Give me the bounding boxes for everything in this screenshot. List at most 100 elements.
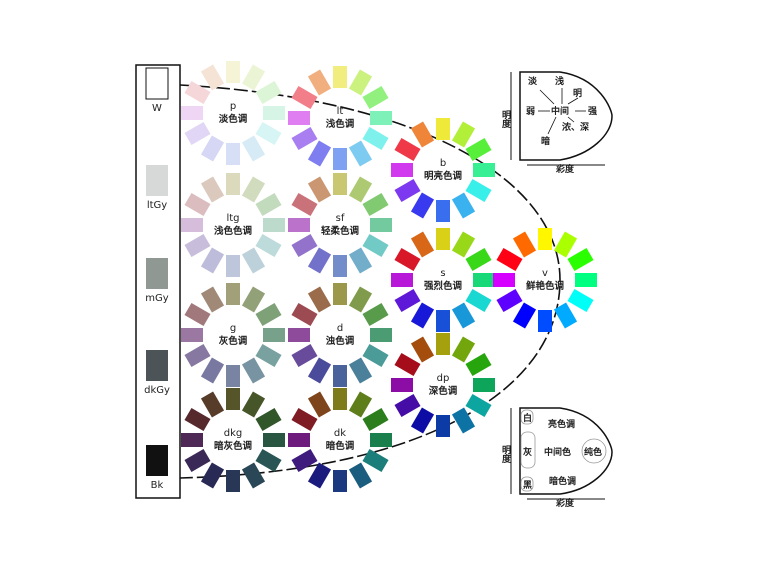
hue-swatch [394, 178, 421, 203]
tone-code: b [440, 158, 446, 169]
hue-swatch [291, 407, 318, 432]
hue-swatch [184, 448, 211, 473]
hue-swatch [362, 85, 389, 110]
hue-swatch [181, 433, 203, 447]
hue-swatch [575, 273, 597, 287]
hue-swatch [255, 121, 282, 146]
hue-swatch [200, 357, 225, 384]
hue-swatch [394, 288, 421, 313]
hue-swatch [348, 176, 373, 203]
hue-swatch [410, 121, 435, 148]
hue-swatch [200, 135, 225, 162]
hue-swatch [200, 176, 225, 203]
hue-swatch [451, 336, 476, 363]
gray-label: 灰 [523, 446, 532, 458]
hue-swatch [307, 462, 332, 489]
hue-swatch [307, 391, 332, 418]
hue-swatch [512, 302, 537, 329]
hue-swatch [465, 137, 492, 162]
hue-swatch [362, 233, 389, 258]
hue-swatch [362, 192, 389, 217]
hue-swatch [307, 176, 332, 203]
hue-swatch [241, 64, 266, 91]
gray-label: W [152, 103, 162, 114]
hue-swatch [226, 255, 240, 277]
black-label: 黑 [523, 480, 532, 491]
hue-swatch [181, 218, 203, 232]
hue-swatch [410, 302, 435, 329]
gray-label: dkGy [144, 385, 170, 396]
hue-swatch [348, 69, 373, 96]
hue-swatch [263, 328, 285, 342]
tone-code: v [542, 268, 548, 279]
dark-label: 暗 [541, 135, 550, 147]
hue-swatch [451, 302, 476, 329]
hue-swatch [362, 302, 389, 327]
hue-swatch [307, 140, 332, 167]
hue-swatch [184, 407, 211, 432]
tone-code: g [230, 323, 236, 334]
hue-swatch [465, 393, 492, 418]
hue-swatch [493, 273, 515, 287]
hue-swatch [436, 415, 450, 437]
hue-swatch [288, 433, 310, 447]
hue-swatch [184, 343, 211, 368]
hue-swatch [496, 288, 523, 313]
hue-swatch [410, 407, 435, 434]
hue-swatch [333, 283, 347, 305]
hue-swatch [496, 247, 523, 272]
hue-swatch [410, 231, 435, 258]
hue-swatch [538, 310, 552, 332]
hue-swatch [512, 231, 537, 258]
hue-swatch [333, 365, 347, 387]
bright-label: 明 [573, 88, 582, 99]
hue-swatch [200, 462, 225, 489]
hue-swatch [348, 247, 373, 274]
hue-swatch [465, 352, 492, 377]
hue-swatch [436, 228, 450, 250]
tone-code: sf [336, 213, 345, 224]
hue-swatch [348, 357, 373, 384]
tone-code: p [230, 101, 236, 112]
hue-swatch [538, 228, 552, 250]
tone-direction-inset: 明度 彩度 淡 浅 明 弱 中间 强 浓、深 暗 [500, 71, 613, 175]
hue-swatch [394, 247, 421, 272]
hue-swatch [226, 173, 240, 195]
hue-swatch [291, 343, 318, 368]
axis-chroma-label: 彩度 [555, 497, 575, 509]
deep-label: 浓、深 [562, 121, 589, 133]
hue-swatch [394, 137, 421, 162]
hue-swatch [291, 85, 318, 110]
hue-swatch [241, 357, 266, 384]
hue-swatch [226, 388, 240, 410]
tone-name: 浊色调 [326, 335, 355, 347]
white-label: 白 [523, 412, 532, 424]
hue-swatch [255, 302, 282, 327]
hue-swatch [370, 433, 392, 447]
hue-swatch [473, 378, 495, 392]
gray-label: Bk [151, 480, 164, 491]
hue-swatch [410, 336, 435, 363]
hue-swatch [288, 218, 310, 232]
hue-swatch [333, 148, 347, 170]
hue-swatch [255, 233, 282, 258]
hue-swatch [288, 111, 310, 125]
hue-swatch [263, 433, 285, 447]
light-tones-label: 亮色调 [548, 418, 575, 430]
hue-swatch [241, 462, 266, 489]
weak-label: 弱 [526, 106, 535, 117]
hue-swatch [436, 310, 450, 332]
hue-swatch [567, 288, 594, 313]
pale-label: 淡 [528, 76, 538, 87]
hue-swatch [473, 163, 495, 177]
hue-swatch [255, 448, 282, 473]
hue-swatch [291, 192, 318, 217]
hue-swatch [333, 388, 347, 410]
hue-swatch [333, 173, 347, 195]
